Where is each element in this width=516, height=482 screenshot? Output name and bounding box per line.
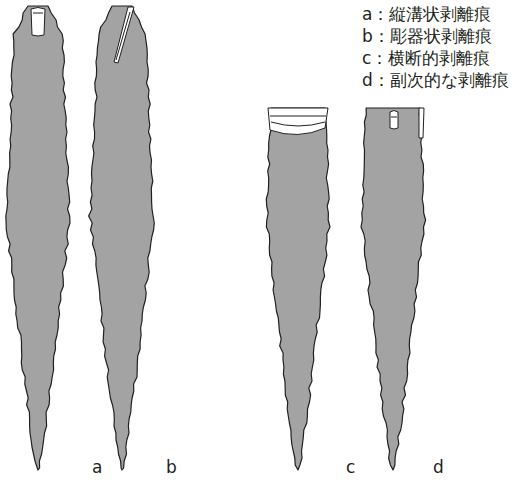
flake-scar [270, 116, 326, 117]
flake-scar [419, 108, 424, 138]
flake-scar [114, 7, 134, 63]
flake-scar [271, 122, 325, 126]
flake-scar [391, 117, 397, 118]
point-outline [89, 6, 155, 470]
flake-scar [31, 8, 45, 37]
figure-letter: b [166, 459, 177, 476]
legend-note: c：横断的剥離痕 [362, 50, 490, 67]
figure-letter: a [92, 459, 102, 476]
flake-scar [33, 13, 43, 14]
point-outline [6, 6, 70, 470]
flake-scar [268, 108, 328, 135]
legend-note: d：副次的な剥離痕 [362, 72, 509, 89]
point-outline [266, 108, 330, 470]
flake-scar [116, 12, 130, 60]
legend-note: a：縦溝状剥離痕 [362, 6, 491, 23]
figure-letter: d [433, 459, 444, 476]
flake-scar [390, 111, 398, 130]
figure-letter: c [346, 459, 355, 476]
legend-note: b：彫器状剥離痕 [362, 28, 492, 45]
point-outline [361, 108, 426, 470]
